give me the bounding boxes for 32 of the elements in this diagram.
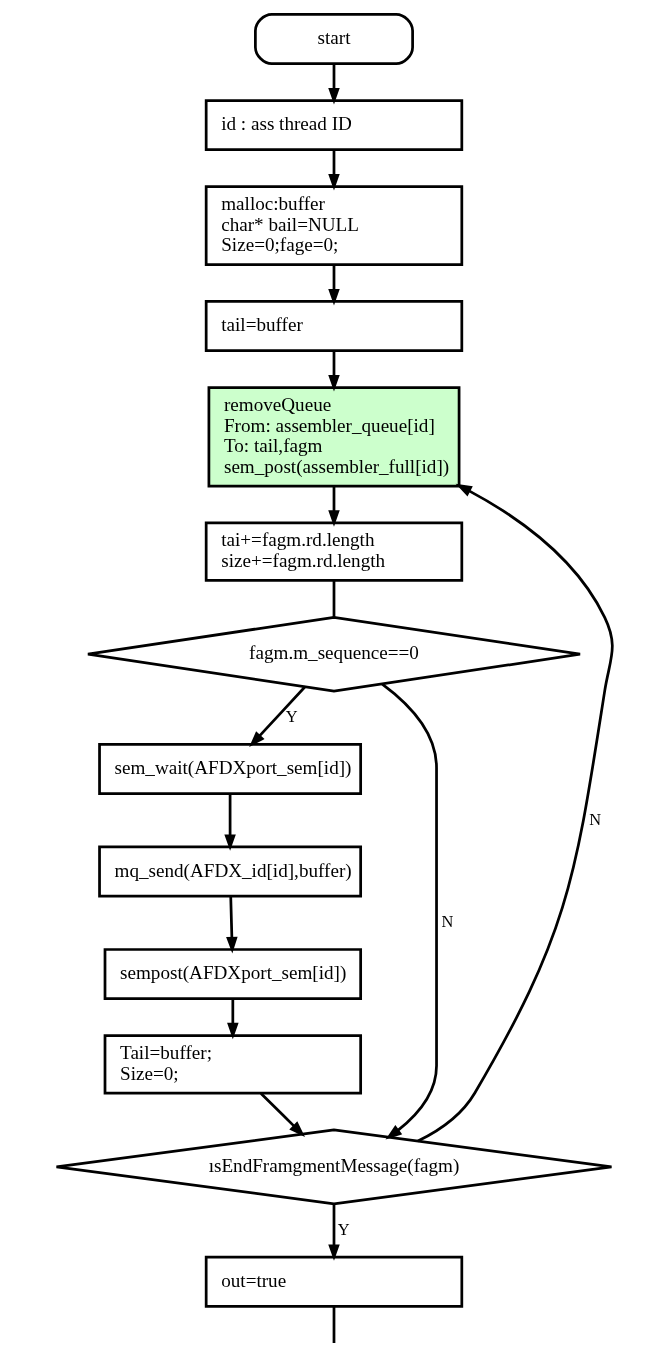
- node-box: tai+=fagm.rd.length size+=fagm.rd.length: [204, 521, 463, 582]
- node-diamond: fagm.m_sequence==0: [86, 615, 581, 693]
- node-box: Tail=buffer; Size=0;: [103, 1034, 362, 1095]
- node-box: malloc:buffer char* bail=NULL Size=0;fage=0;: [204, 185, 463, 266]
- connector: [332, 580, 335, 617]
- node-box: sempost(AFDXport_sem[id]): [103, 948, 362, 1001]
- arrow: [223, 794, 236, 851]
- edge-label: Y: [285, 707, 298, 727]
- node-box: removeQueue From: assembler_queue[id] To: tail,fagm sem_post(assembler_full[id]): [207, 386, 460, 488]
- edge-label: N: [441, 912, 453, 932]
- connector: [332, 1306, 335, 1343]
- arrow: [416, 483, 614, 1143]
- node-box: start: [253, 13, 414, 65]
- node-box: out=true: [204, 1255, 463, 1308]
- node-box: tail=buffer: [204, 300, 463, 353]
- edge-label: N: [588, 809, 601, 829]
- arrow: [226, 998, 239, 1040]
- arrow: [327, 64, 340, 105]
- arrow: [327, 486, 340, 527]
- node-box: sem_wait(AFDXport_sem[id]): [97, 743, 362, 795]
- arrow: [259, 1092, 305, 1137]
- arrow: [327, 265, 340, 306]
- node-diamond: ısEndFramgmentMessage(fagm): [54, 1128, 613, 1206]
- node-box: mq_send(AFDX_id[id],buffer): [97, 845, 362, 898]
- arrow: [327, 150, 340, 191]
- edge-label: Y: [337, 1219, 349, 1239]
- arrow: [225, 896, 238, 954]
- arrow: [380, 682, 438, 1140]
- node-box: id : ass thread ID: [204, 99, 463, 152]
- arrow: [327, 1204, 340, 1261]
- arrow: [248, 685, 306, 748]
- arrow: [327, 350, 340, 392]
